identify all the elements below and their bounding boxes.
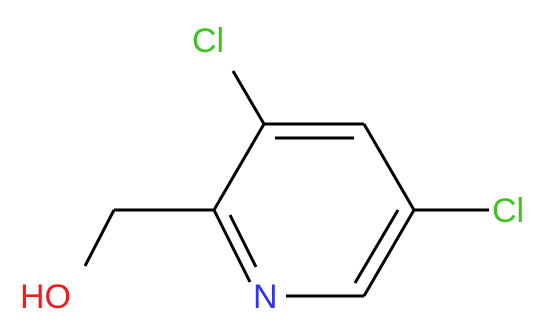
atom-oh: HO (20, 278, 71, 316)
bond-group (83, 70, 489, 298)
bond-c3-cl (231, 70, 266, 125)
bond-c4-c5 (362, 123, 416, 211)
bond-c5-c6 (362, 209, 416, 297)
bond-n-c2 (212, 209, 252, 283)
bond-ch2-o (83, 209, 116, 267)
double-bond-c5-c6 (353, 209, 400, 284)
double-bond-n-c2 (228, 214, 258, 268)
atom-n: N (253, 278, 278, 316)
atom-cl-right: Cl (492, 192, 524, 230)
atom-cl-top: Cl (192, 22, 224, 60)
bond-c2-c3 (212, 123, 266, 211)
